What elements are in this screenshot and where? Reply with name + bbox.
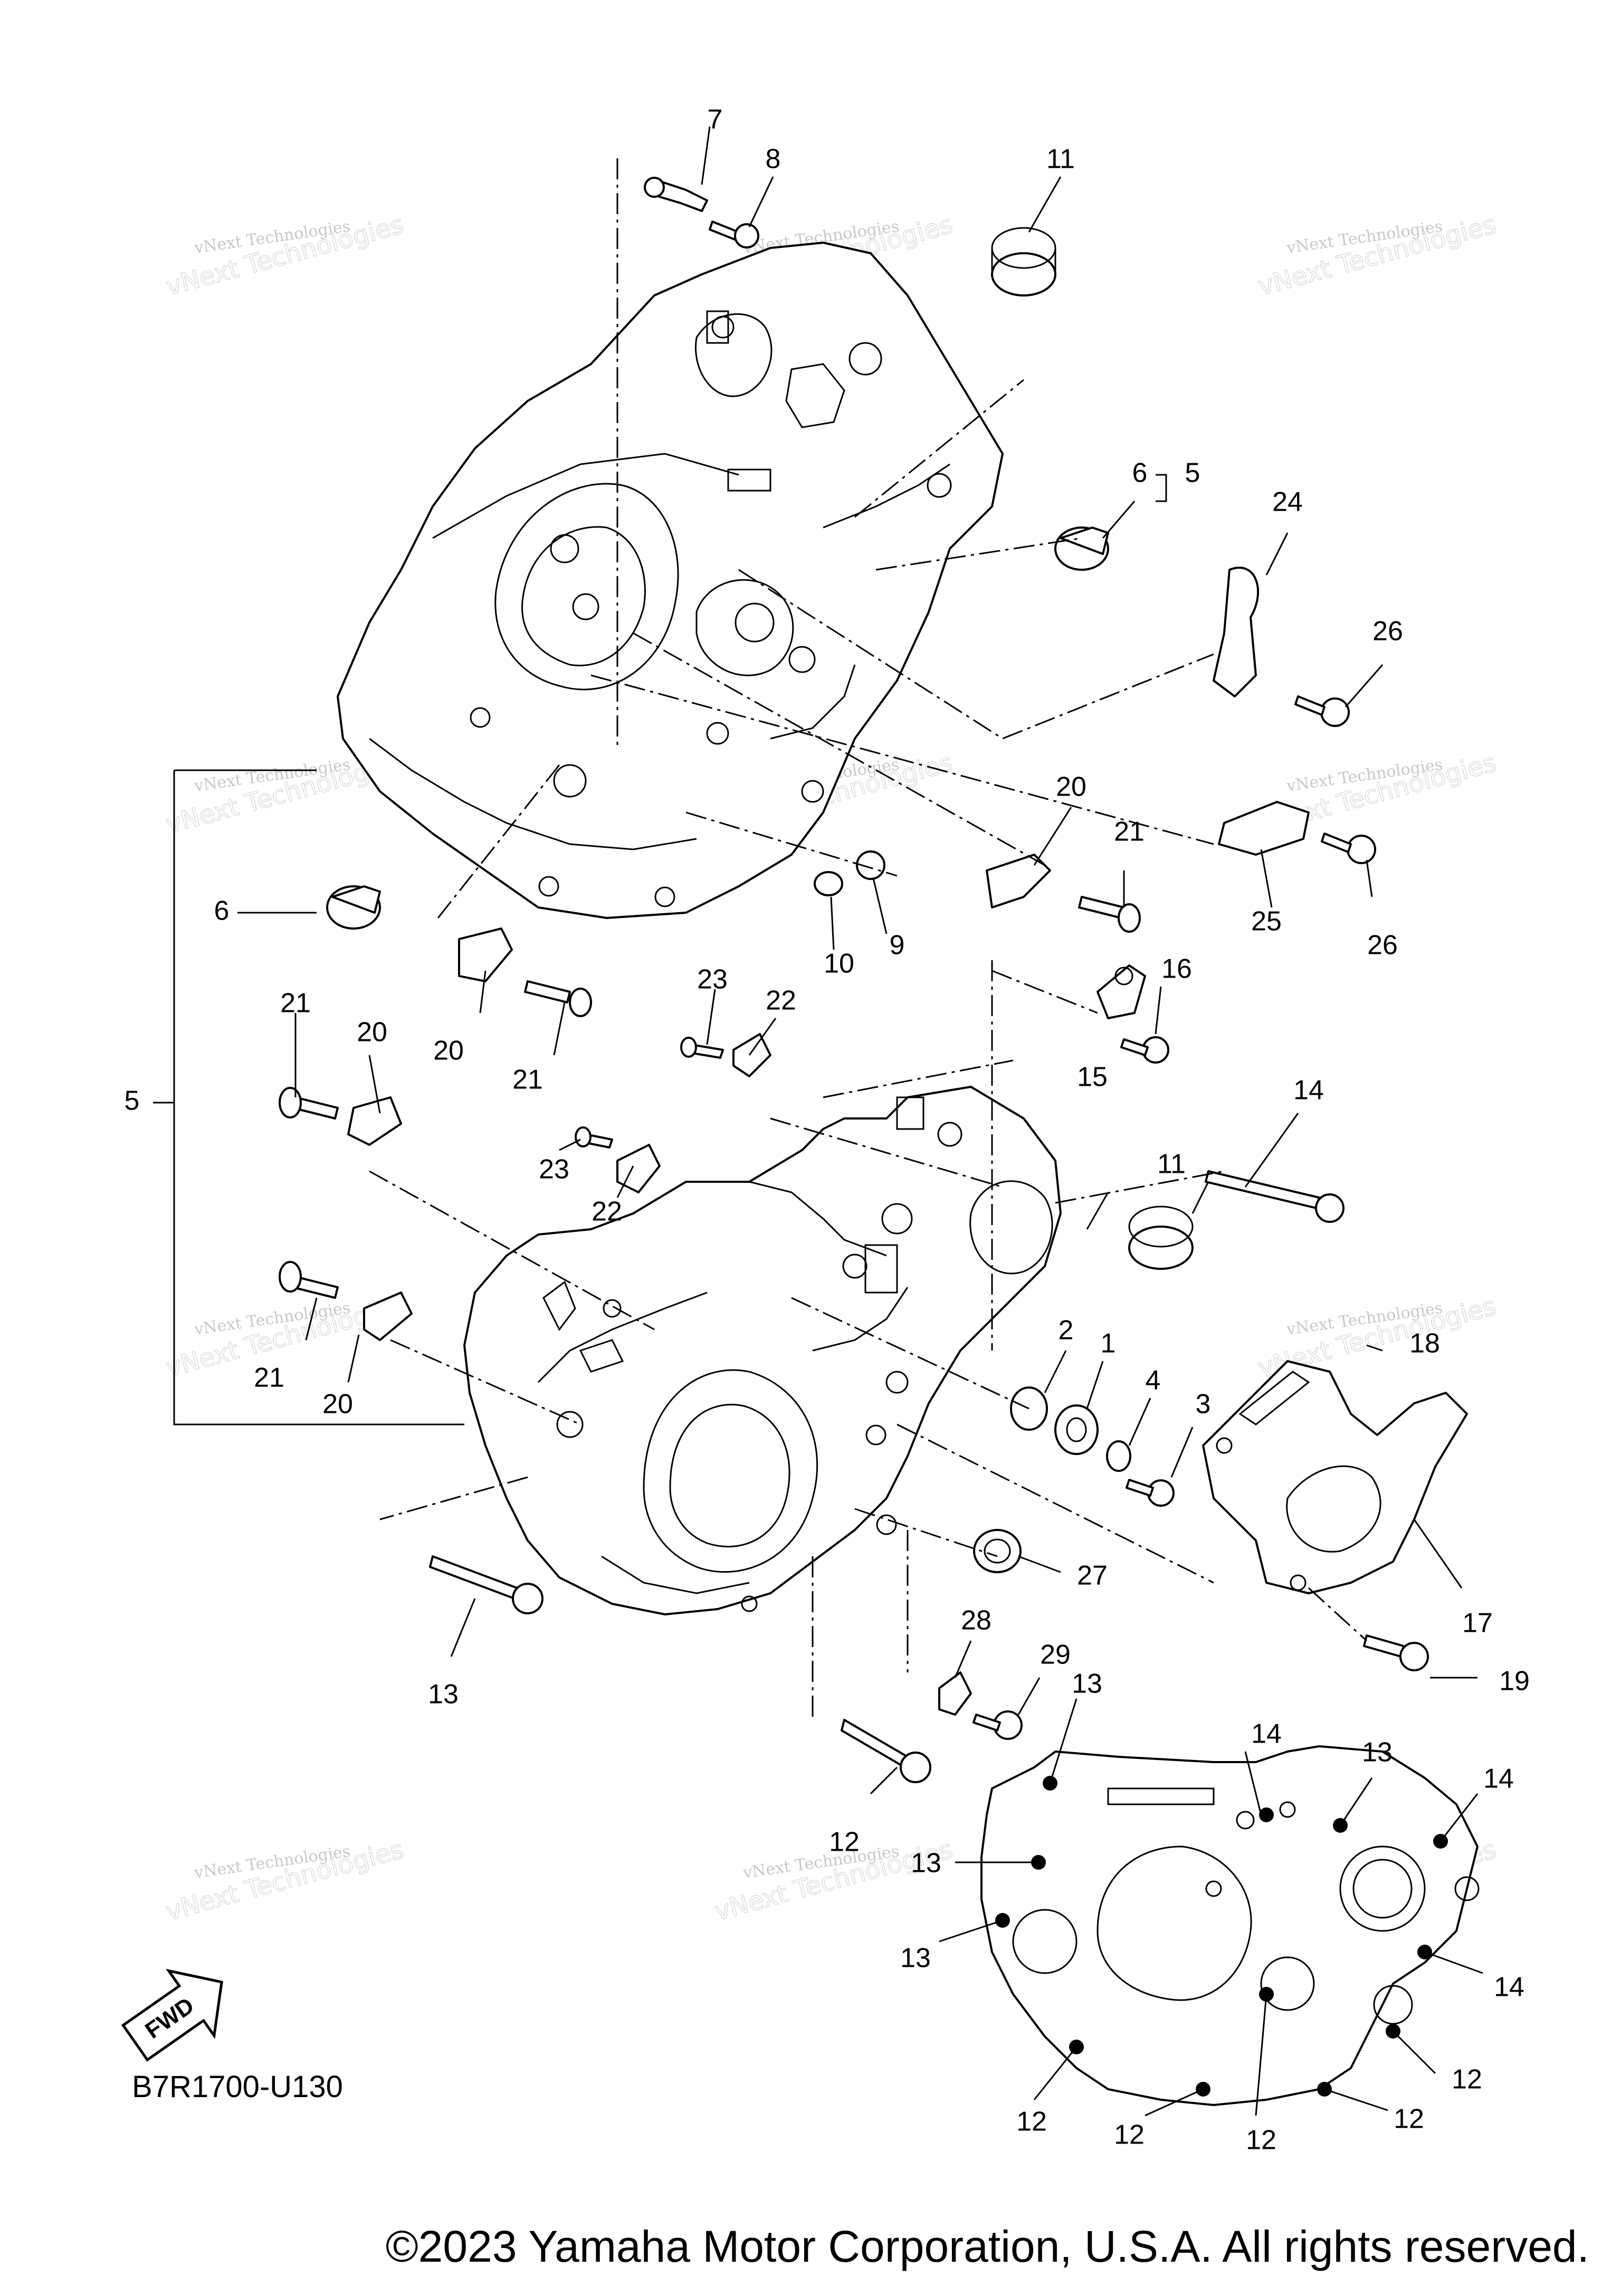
label-6: 6 [214,896,230,926]
label-14: 14 [1483,1764,1514,1794]
crankcase-right-half [337,242,1004,919]
label-10: 10 [824,949,854,979]
label-26: 26 [1367,930,1398,961]
label-5: 5 [1185,458,1200,489]
copyright-notice: ©2023 Yamaha Motor Corporation, U.S.A. A… [385,2222,1589,2271]
label-5: 5 [125,1086,140,1116]
fwd-arrow-icon: FWD [121,1968,223,2062]
label-13: 13 [900,1943,931,1974]
label-19: 19 [1499,1666,1530,1697]
label-18: 18 [1409,1328,1440,1359]
label-24: 24 [1272,487,1303,518]
label-14: 14 [1494,1972,1524,2003]
label-12: 12 [829,1827,860,1858]
label-14: 14 [1251,1719,1282,1749]
label-26: 26 [1372,616,1403,647]
label-8: 8 [766,144,781,175]
label-27: 27 [1077,1561,1108,1591]
label-25: 25 [1251,906,1282,937]
label-14: 14 [1293,1075,1324,1106]
small-parts [279,177,1468,1783]
label-20: 20 [433,1036,464,1066]
label-2: 2 [1059,1315,1074,1346]
label-12: 12 [1246,2125,1276,2156]
crankcase-left-half [463,1086,1062,1615]
label-21: 21 [254,1363,284,1393]
label-11: 11 [1046,144,1075,175]
label-20: 20 [1056,772,1086,802]
label-13: 13 [428,1679,459,1710]
label-21: 21 [512,1065,543,1095]
label-28: 28 [961,1605,991,1636]
label-11: 11 [1157,1149,1186,1180]
bolt-location-view [980,1745,1480,2106]
label-9: 9 [890,930,905,961]
label-3: 3 [1196,1389,1211,1420]
label-13: 13 [1072,1669,1102,1699]
label-12: 12 [1394,2104,1424,2135]
label-15: 15 [1077,1062,1108,1093]
label-22: 22 [766,986,796,1016]
label-23: 23 [697,964,728,995]
diagram-code: B7R1700-U130 [132,2070,343,2104]
label-17: 17 [1462,1608,1493,1639]
label-7: 7 [708,104,723,135]
label-4: 4 [1146,1365,1161,1396]
part-labels: 7 8 11 6 5 24 26 20 21 25 26 6 10 9 16 2… [125,104,1530,2156]
label-13: 13 [911,1848,941,1879]
label-13: 13 [1362,1737,1393,1768]
label-20: 20 [357,1017,387,1048]
label-29: 29 [1040,1640,1071,1670]
leader-lines [153,126,1483,2117]
label-12: 12 [1452,2064,1482,2095]
label-6: 6 [1132,458,1148,489]
label-1: 1 [1101,1328,1116,1359]
label-16: 16 [1161,954,1192,984]
label-23: 23 [539,1154,569,1185]
label-20: 20 [322,1389,353,1420]
label-22: 22 [592,1197,622,1227]
label-21: 21 [1114,817,1145,847]
label-12: 12 [1114,2120,1145,2150]
label-21: 21 [280,988,311,1019]
label-12: 12 [1016,2107,1047,2137]
